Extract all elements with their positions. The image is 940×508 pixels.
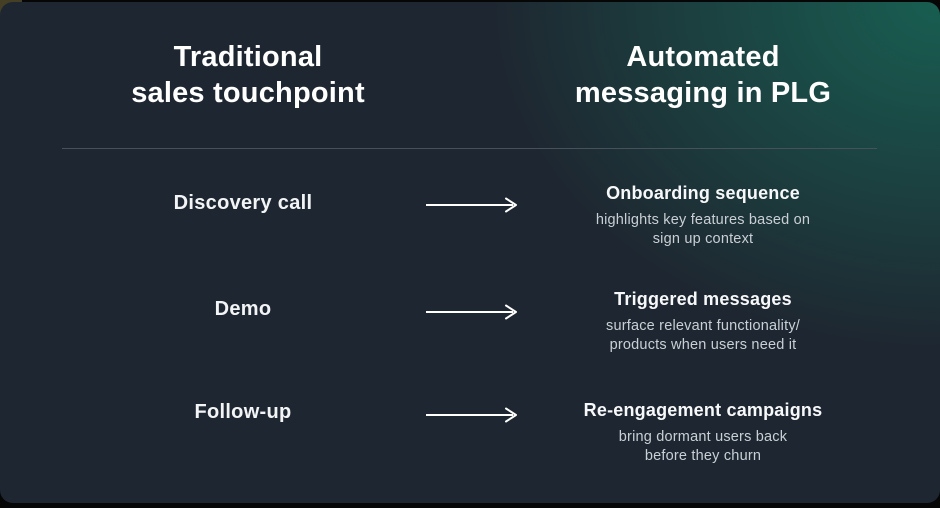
header-divider [62, 148, 877, 149]
left-column-header-line2: sales touchpoint [131, 77, 365, 109]
touchpoint-label: Discovery call [173, 192, 313, 214]
arrow-right-icon [426, 304, 517, 320]
left-column-header: Traditional sales touchpoint [58, 39, 438, 111]
automation-title: Onboarding sequence [606, 183, 800, 203]
automation-title: Re-engagement campaigns [583, 400, 823, 420]
automation-description-line1: bring dormant users back [618, 429, 788, 445]
touchpoint-label: Follow-up [194, 401, 292, 423]
right-column-header-line1: Automated [626, 41, 780, 73]
arrow-right-icon [426, 407, 517, 423]
automation-title: Triggered messages [614, 289, 792, 309]
arrow-right-icon [426, 197, 517, 213]
touchpoint-label: Demo [214, 298, 272, 320]
automation-description-line1: highlights key features based on [595, 212, 811, 228]
automation-description-line2: products when users need it [609, 337, 797, 353]
left-column-header-line1: Traditional [173, 41, 323, 73]
automation-description-line2: sign up context [652, 231, 754, 247]
automation-description: bring dormant users back before they chu… [533, 428, 873, 466]
automation-description: surface relevant functionality/ products… [533, 317, 873, 355]
right-column-header-line2: messaging in PLG [574, 77, 832, 109]
automation-description-line2: before they churn [644, 448, 762, 464]
right-column-header: Automated messaging in PLG [513, 39, 893, 111]
automation-description-line1: surface relevant functionality/ [606, 318, 800, 334]
automation-description: highlights key features based on sign up… [533, 211, 873, 249]
